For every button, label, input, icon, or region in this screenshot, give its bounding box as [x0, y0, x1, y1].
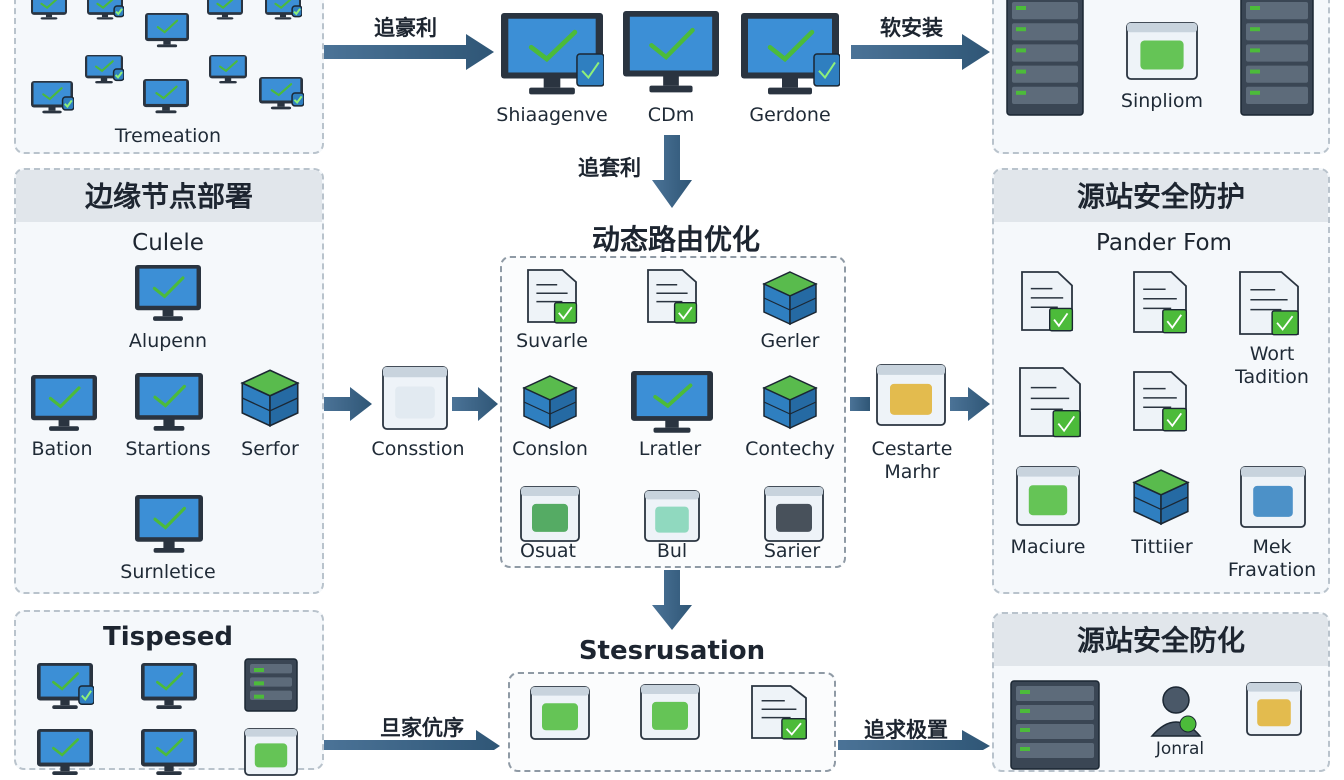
monitor-icon: [134, 494, 204, 554]
monitor-icon: [144, 12, 190, 48]
edge-node-top-label: Alupenn: [128, 330, 208, 352]
monitor-icon: [206, 0, 244, 20]
monitor-icon: [264, 0, 303, 20]
doc-icon: [750, 684, 808, 740]
monitor-icon: [740, 12, 841, 96]
source-subtitle: Pander Fom: [1096, 230, 1232, 256]
window-icon: [520, 486, 580, 542]
routing-node-label: Lratler: [638, 438, 702, 460]
window-icon: [382, 366, 448, 430]
top-right-arrow-label: 软安装: [880, 16, 943, 40]
edge-deploy-title: 边缘节点部署: [16, 170, 322, 222]
top-node-label-2: CDm: [647, 104, 695, 126]
routing-node-label: Bul: [656, 540, 688, 562]
doc-icon: [1238, 270, 1300, 336]
mid-right-label-2: Marhr: [884, 461, 940, 483]
monitor-icon: [208, 54, 248, 84]
monitor-icon: [30, 0, 68, 20]
top-node-label-1: Shiaagenve: [496, 104, 608, 126]
bottom-center-arrow-label: 追求极置: [864, 718, 948, 742]
window-icon: [644, 490, 700, 542]
window-icon: [1016, 466, 1080, 526]
cube-icon: [760, 372, 820, 432]
source-node-bc: Tittiier: [1131, 536, 1193, 558]
bottom-right-caption: Jonral: [1155, 739, 1205, 759]
routing-node-label: Osuat: [520, 540, 576, 562]
mid-right-label-1: Cestarte: [871, 438, 953, 460]
monitor-icon: [500, 12, 605, 96]
window-icon: [1246, 682, 1302, 736]
edge-node-right-label: Serfor: [241, 438, 299, 460]
monitor-icon: [134, 264, 202, 322]
window-icon: [1126, 22, 1198, 80]
window-icon: [640, 684, 700, 740]
bottom-right-title: 源站安全防化: [994, 614, 1328, 666]
window-icon: [530, 686, 590, 740]
cube-icon: [520, 372, 580, 432]
window-icon: [764, 486, 824, 542]
bottom-left-title: Tispesed: [102, 622, 234, 652]
bottom-left-arrow-label: 旦家伉序: [380, 716, 464, 740]
server-icon: [1010, 680, 1100, 770]
consstion-label: Consstion: [371, 438, 465, 460]
routing-node-label: Gerler: [760, 330, 820, 352]
server-icon: [1240, 0, 1314, 116]
source-node-bl: Maciure: [1010, 536, 1086, 558]
top-right-caption: Sinpliom: [1120, 90, 1204, 112]
server-icon: [1006, 0, 1084, 116]
routing-node-label: Contechy: [745, 438, 835, 460]
source-node-rt-1: Wort: [1249, 343, 1295, 365]
monitor-icon: [142, 78, 190, 114]
monitor-icon: [36, 728, 94, 776]
down-arrow-label: 追套利: [578, 156, 641, 180]
bottom-center-title: Stesrusation: [578, 636, 766, 666]
monitor-icon: [30, 80, 75, 114]
monitor-icon: [36, 662, 95, 710]
monitor-icon: [134, 372, 204, 432]
monitor-icon: [140, 662, 198, 710]
source-node-br-1: Mek: [1252, 536, 1292, 558]
monitor-icon: [30, 374, 98, 432]
window-icon: [244, 728, 298, 776]
doc-icon: [1132, 370, 1188, 432]
edge-node-bottom-label: Surnletice: [120, 561, 216, 583]
source-node-rt-2: Tadition: [1235, 366, 1309, 388]
monitor-icon: [258, 76, 305, 110]
window-icon: [876, 364, 946, 426]
monitor-icon: [84, 54, 125, 84]
top-left-caption: Tremeation: [114, 125, 222, 147]
monitor-icon: [630, 370, 714, 434]
edge-node-left-label: Bation: [31, 438, 93, 460]
monitor-icon: [622, 10, 720, 94]
big-arrow: [324, 34, 990, 750]
routing-node-label: Suvarle: [516, 330, 588, 352]
monitor-icon: [86, 0, 125, 20]
cube-icon: [1130, 466, 1192, 528]
window-icon: [1240, 466, 1306, 528]
avatar-icon: [1148, 682, 1204, 738]
routing-title: 动态路由优化: [591, 223, 761, 256]
doc-icon: [1020, 270, 1074, 332]
edge-subtitle: Culele: [132, 230, 204, 256]
top-node-label-3: Gerdone: [749, 104, 831, 126]
cube-icon: [238, 366, 302, 430]
server-icon: [244, 658, 298, 712]
doc-icon: [1132, 270, 1188, 334]
doc-icon: [526, 268, 578, 324]
doc-icon: [1018, 366, 1082, 438]
edge-node-center-label: Startions: [125, 438, 211, 460]
routing-node-label: Conslon: [512, 438, 588, 460]
monitor-icon: [140, 728, 198, 776]
source-security-title: 源站安全防护: [994, 170, 1328, 222]
doc-icon: [646, 268, 698, 324]
cube-icon: [760, 268, 820, 328]
top-arrow-label: 追豪利: [374, 16, 437, 40]
source-node-br-2: Fravation: [1227, 559, 1317, 581]
routing-node-label: Sarier: [763, 540, 821, 562]
